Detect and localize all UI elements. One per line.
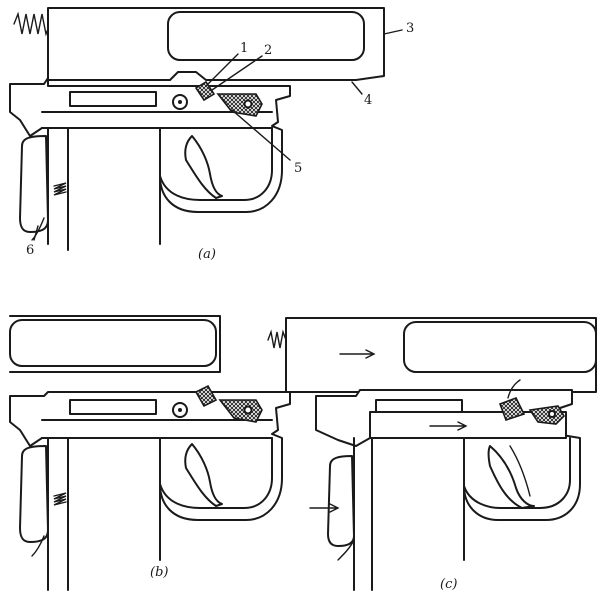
- trigger-c: [487, 445, 535, 509]
- caption-a: (a): [198, 247, 216, 262]
- label-2: 2: [264, 43, 272, 58]
- pivot-pin-center-b: [178, 408, 182, 412]
- disconnector-motion-c: [507, 379, 521, 399]
- slide-arrow-c: [339, 349, 376, 359]
- leader-6: [33, 225, 39, 241]
- trigger-bar-c: [369, 411, 567, 439]
- trigger-guard-b: [159, 437, 273, 509]
- leader-1: [205, 53, 239, 87]
- label-1: 1: [240, 41, 248, 56]
- caption-b: (b): [150, 565, 168, 580]
- frame-slot-b: [69, 399, 157, 415]
- recoil-spring-a: [13, 11, 51, 37]
- trigger-a: [184, 135, 223, 199]
- grip-c: [327, 455, 355, 547]
- pivot-pin-center-a: [178, 100, 182, 104]
- trigger-guard-c: [463, 437, 571, 509]
- grip-a: [19, 135, 49, 233]
- sear-pin-a: [243, 99, 253, 109]
- leader-4: [351, 81, 363, 95]
- figure-a: 1 2 3 4 5 6 (a): [9, 7, 414, 262]
- leader-2: [211, 55, 263, 91]
- slide-window-b: [9, 319, 217, 367]
- trigger-motion-c: [509, 445, 531, 497]
- label-6: 6: [26, 243, 34, 258]
- trigger-guard-a: [159, 127, 273, 201]
- label-4: 4: [364, 93, 372, 108]
- sear-a: [216, 93, 263, 117]
- grip-curve-c: [337, 539, 355, 561]
- sear-pin-c: [548, 410, 556, 418]
- disconnector-a: [194, 80, 216, 102]
- slide-window-a: [167, 11, 365, 61]
- mag-spring-b: [31, 492, 67, 557]
- bar-arrow-c: [429, 421, 468, 431]
- leader-3: [383, 29, 403, 35]
- trigger-b: [184, 443, 223, 507]
- label-5: 5: [294, 161, 302, 176]
- leader-5: [231, 109, 291, 161]
- label-3: 3: [406, 21, 414, 36]
- grip-b: [19, 445, 49, 543]
- figure-c: (c): [267, 317, 597, 592]
- grip-arrow-c: [309, 503, 340, 513]
- sear-b: [218, 399, 263, 423]
- sear-pin-b: [243, 405, 253, 415]
- recoil-spring-c: [267, 329, 287, 349]
- disconnector-c: [498, 396, 526, 422]
- trigger-bar-b: [41, 419, 273, 439]
- caption-c: (c): [440, 577, 457, 592]
- figure-b: (b): [9, 315, 291, 591]
- mag-spring-a: [31, 182, 67, 241]
- frame-slot-a: [69, 91, 157, 107]
- disconnector-b: [194, 384, 218, 408]
- sear-c: [528, 405, 566, 425]
- slide-window-c: [403, 321, 597, 373]
